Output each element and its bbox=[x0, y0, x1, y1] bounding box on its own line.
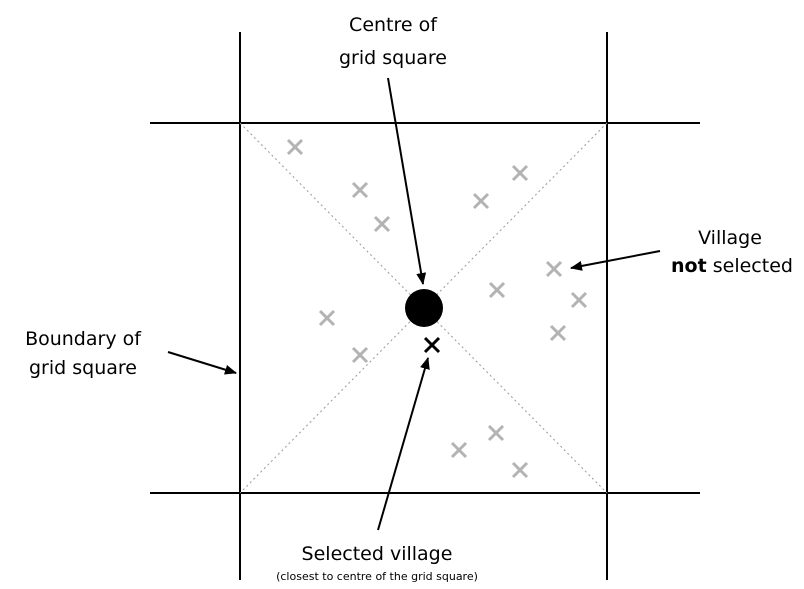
village-cross bbox=[488, 281, 506, 299]
grid-centre-marker bbox=[405, 289, 443, 327]
label-boundary-line2: grid square bbox=[29, 357, 137, 379]
village-cross bbox=[318, 309, 336, 327]
arrows bbox=[167, 77, 661, 531]
label-centre-line2: grid square bbox=[339, 47, 447, 69]
label-boundary-line1: Boundary of bbox=[25, 328, 142, 350]
label-village-line1: Village bbox=[698, 227, 762, 249]
villages-not-selected bbox=[286, 138, 588, 479]
label-selected-note: (closest to centre of the grid square) bbox=[276, 570, 478, 583]
village-cross bbox=[570, 291, 588, 309]
label-not: not bbox=[671, 255, 707, 277]
village-cross bbox=[351, 346, 369, 364]
village-cross bbox=[511, 461, 529, 479]
arrow-centre bbox=[387, 77, 427, 285]
village-cross bbox=[450, 441, 468, 459]
label-centre-line1: Centre of bbox=[349, 14, 438, 36]
village-cross bbox=[286, 138, 304, 156]
village-cross bbox=[351, 181, 369, 199]
village-cross bbox=[487, 424, 505, 442]
label-village-line2: not selected bbox=[671, 255, 793, 277]
village-cross bbox=[373, 215, 391, 233]
arrow-not-selected bbox=[570, 250, 661, 271]
arrow-boundary bbox=[167, 351, 237, 375]
village-cross bbox=[511, 164, 529, 182]
selected-village-cross bbox=[423, 336, 441, 354]
arrow-selected bbox=[377, 357, 430, 531]
village-cross bbox=[472, 192, 490, 210]
label-selected-village: Selected village bbox=[302, 543, 453, 565]
village-cross bbox=[549, 324, 567, 342]
village-cross bbox=[545, 260, 563, 278]
label-selected: selected bbox=[707, 255, 793, 277]
